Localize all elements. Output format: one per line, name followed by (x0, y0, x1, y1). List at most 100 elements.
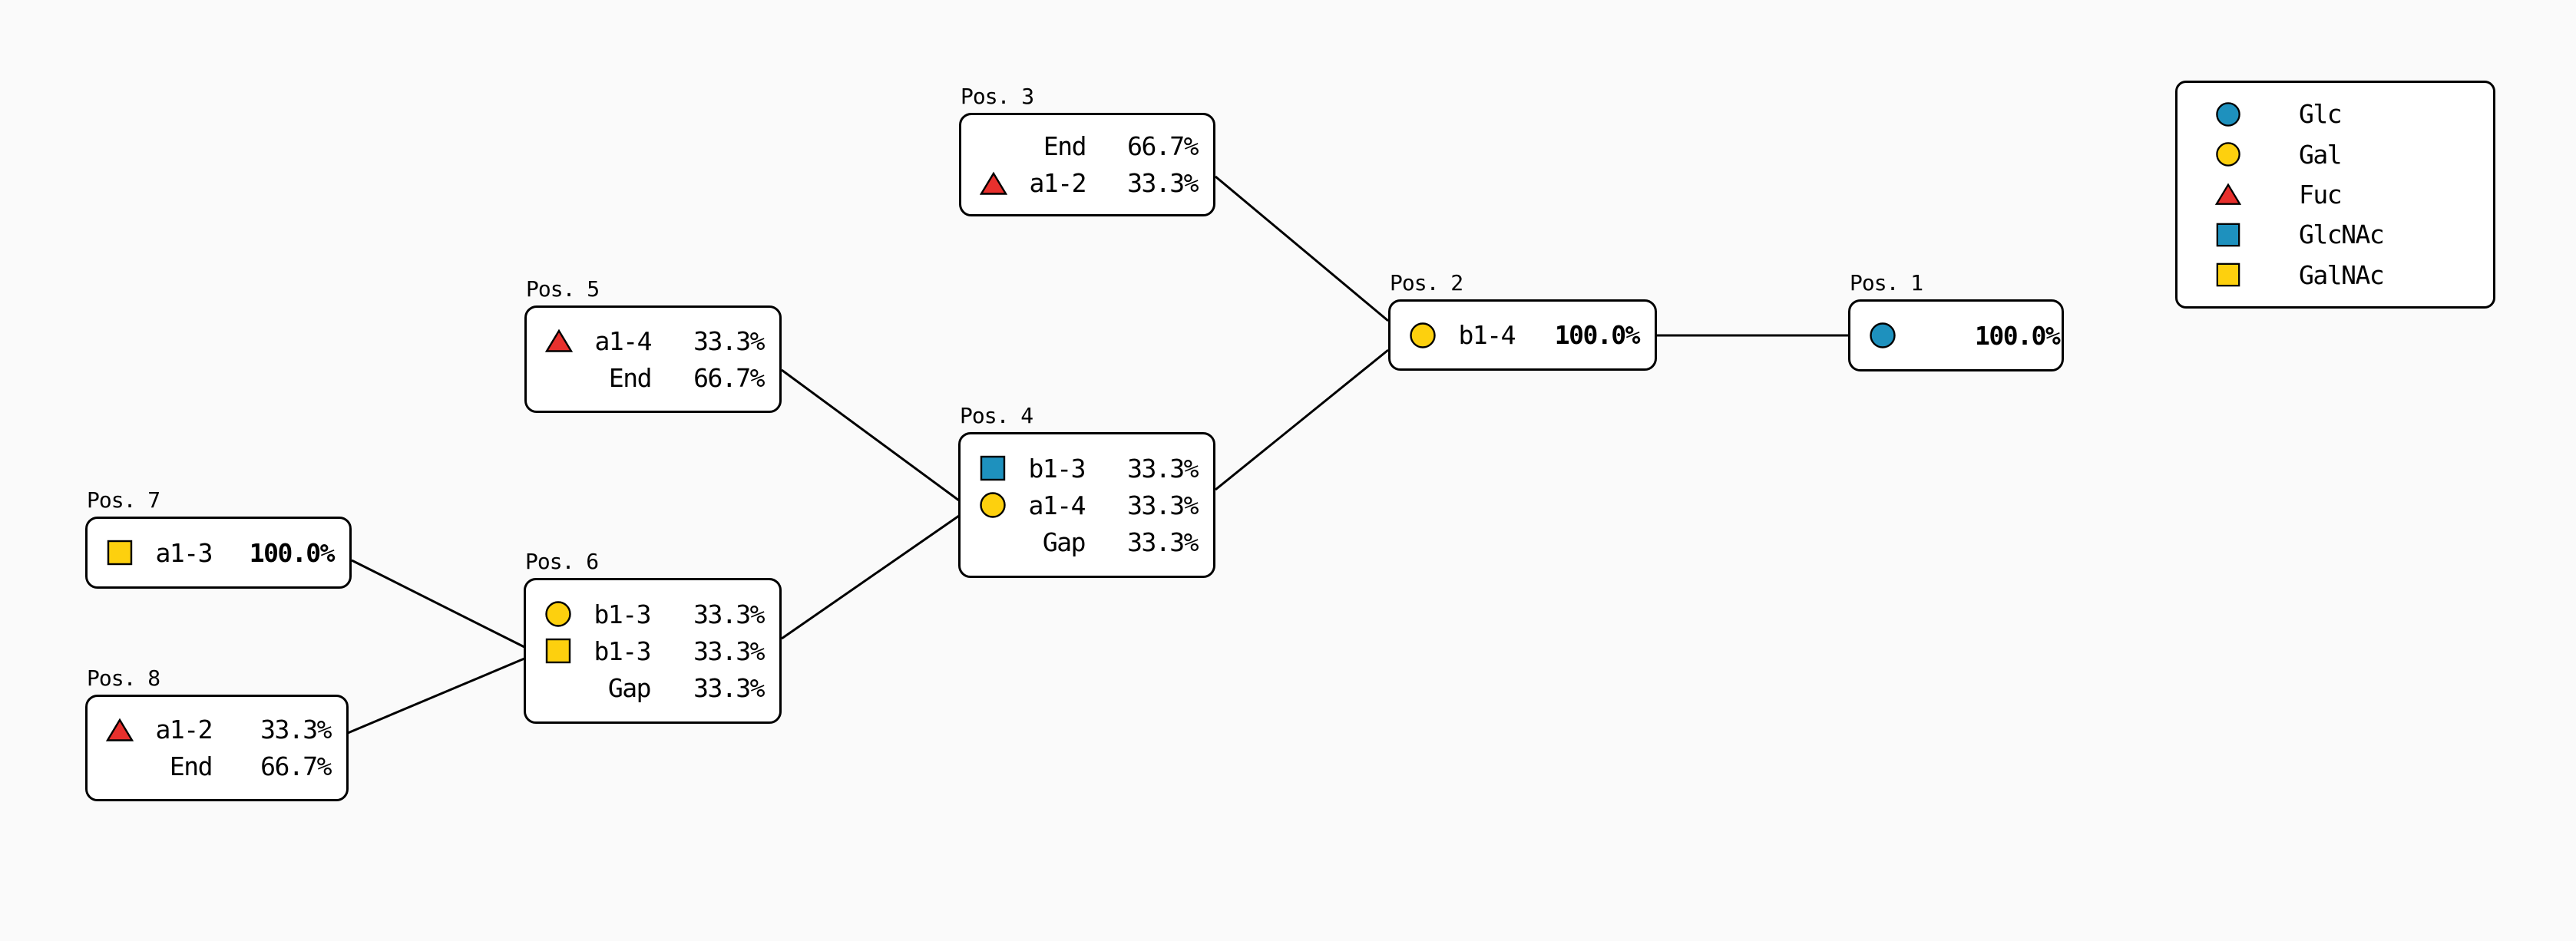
gal-circle-icon (980, 492, 1006, 518)
node-row: b1-4 100.0% (1391, 317, 1655, 354)
node-row: Gap 33.3% (526, 669, 779, 706)
percent-value: 100.0% (1975, 320, 2061, 351)
linkage-label: a1-2 (155, 715, 213, 745)
linkage-label: a1-3 (155, 537, 213, 568)
edge-pos5-pos4 (781, 368, 960, 502)
icon-slot (104, 539, 135, 566)
linkage-label: End (169, 751, 213, 781)
glcnac-square-icon (980, 455, 1006, 481)
node-row: b1-3 33.3% (961, 450, 1213, 487)
icon-slot (544, 327, 574, 355)
node-row: a1-2 33.3% (88, 712, 346, 748)
edge-pos7-pos6 (351, 559, 525, 649)
node-row: b1-3 33.3% (526, 596, 779, 632)
node-title-pos3: Pos. 3 (961, 84, 1034, 109)
glc-circle-icon (2216, 102, 2240, 127)
icon-slot (1867, 322, 1898, 349)
node-box-pos1: 100.0% (1848, 299, 2064, 371)
linkage-label: Gap (607, 672, 652, 703)
node-row: a1-4 33.3% (527, 322, 779, 359)
edge-pos6-pos4 (781, 514, 960, 640)
node-title-pos1: Pos. 1 (1850, 270, 1923, 296)
glcnac-legend-icon-slot (2213, 222, 2244, 248)
glc-circle-icon (1870, 322, 1896, 348)
node-row: End 66.7% (961, 128, 1213, 165)
percent-value: 33.3% (693, 325, 765, 356)
percent-value: 33.3% (1127, 527, 1199, 557)
percent-value: 33.3% (693, 599, 765, 629)
node-row: End 66.7% (527, 359, 779, 396)
percent-value: 33.3% (260, 715, 332, 745)
fuc-triangle-icon (980, 171, 1007, 195)
legend: Glc Gal Fuc GlcNAc GalNAc (2175, 81, 2495, 309)
edge-pos4-pos2 (1215, 348, 1389, 491)
legend-item: GlcNAc (2178, 220, 2493, 249)
node-row: a1-3 100.0% (88, 534, 349, 571)
node-row: a1-4 33.3% (961, 487, 1213, 523)
glcnac-square-icon (2216, 223, 2240, 247)
legend-label-glc: Glc (2299, 99, 2343, 130)
percent-value: 100.0% (1554, 320, 1641, 350)
legend-label-glcnac: GlcNAc (2299, 220, 2385, 250)
linkage-label: a1-4 (594, 325, 653, 356)
fuc-triangle-icon (545, 329, 573, 352)
percent-value: 33.3% (1127, 168, 1199, 198)
gal-circle-icon (1410, 322, 1436, 348)
galnac-legend-icon-slot (2213, 262, 2244, 288)
node-box-pos3: End 66.7% a1-2 33.3% (959, 113, 1215, 216)
node-row: Gap 33.3% (961, 523, 1213, 560)
edge-pos8-pos6 (347, 657, 525, 735)
icon-slot (977, 491, 1008, 519)
percent-value: 66.7% (693, 362, 765, 393)
galnac-square-icon (107, 540, 133, 566)
linkage-label: b1-3 (594, 599, 652, 629)
icon-slot (104, 716, 135, 744)
legend-item: Fuc (2178, 180, 2493, 210)
node-row: 100.0% (1850, 317, 2062, 354)
linkage-label: Gap (1042, 527, 1086, 557)
fuc-legend-icon-slot (2213, 181, 2244, 207)
gal-legend-icon-slot (2213, 141, 2244, 167)
percent-value: 66.7% (1127, 131, 1199, 161)
icon-slot (543, 600, 574, 628)
node-title-pos6: Pos. 6 (525, 549, 599, 574)
node-title-pos8: Pos. 8 (87, 665, 160, 691)
icon-slot (978, 170, 1009, 197)
node-box-pos8: a1-2 33.3% End 66.7% (85, 695, 349, 801)
node-title-pos7: Pos. 7 (87, 487, 160, 513)
linkage-label: b1-3 (1028, 453, 1086, 484)
percent-value: 100.0% (249, 537, 336, 568)
node-box-pos7: a1-3 100.0% (85, 517, 352, 589)
icon-slot (1407, 322, 1438, 349)
legend-item: Glc (2178, 99, 2493, 129)
gal-circle-icon (545, 601, 571, 627)
percent-value: 33.3% (693, 636, 765, 666)
node-box-pos2: b1-4 100.0% (1388, 299, 1657, 371)
node-row: b1-3 33.3% (526, 632, 779, 669)
legend-label-fuc: Fuc (2299, 179, 2343, 210)
galnac-square-icon (545, 638, 571, 664)
galnac-square-icon (2216, 262, 2240, 287)
percent-value: 33.3% (1127, 490, 1199, 520)
legend-label-gal: Gal (2299, 139, 2343, 170)
legend-item: GalNAc (2178, 260, 2493, 290)
node-box-pos4: b1-3 33.3% a1-4 33.3% Gap 33.3% (958, 432, 1215, 578)
fuc-triangle-icon (106, 718, 134, 741)
legend-label-galnac: GalNAc (2299, 259, 2385, 290)
percent-value: 33.3% (693, 672, 765, 703)
node-row: End 66.7% (88, 748, 346, 785)
glc-legend-icon-slot (2213, 101, 2244, 127)
linkage-label: b1-3 (594, 636, 652, 666)
fuc-triangle-icon (2215, 183, 2241, 206)
node-title-pos5: Pos. 5 (526, 276, 600, 302)
icon-slot (977, 454, 1008, 482)
node-row: a1-2 33.3% (961, 165, 1213, 202)
linkage-label: b1-4 (1458, 320, 1516, 350)
node-title-pos2: Pos. 2 (1390, 270, 1463, 296)
icon-slot (543, 637, 574, 665)
node-box-pos6: b1-3 33.3% b1-3 33.3% Gap 33.3% (524, 578, 782, 724)
linkage-label: a1-4 (1028, 490, 1086, 520)
node-title-pos4: Pos. 4 (960, 403, 1033, 428)
linkage-label: End (608, 362, 653, 393)
